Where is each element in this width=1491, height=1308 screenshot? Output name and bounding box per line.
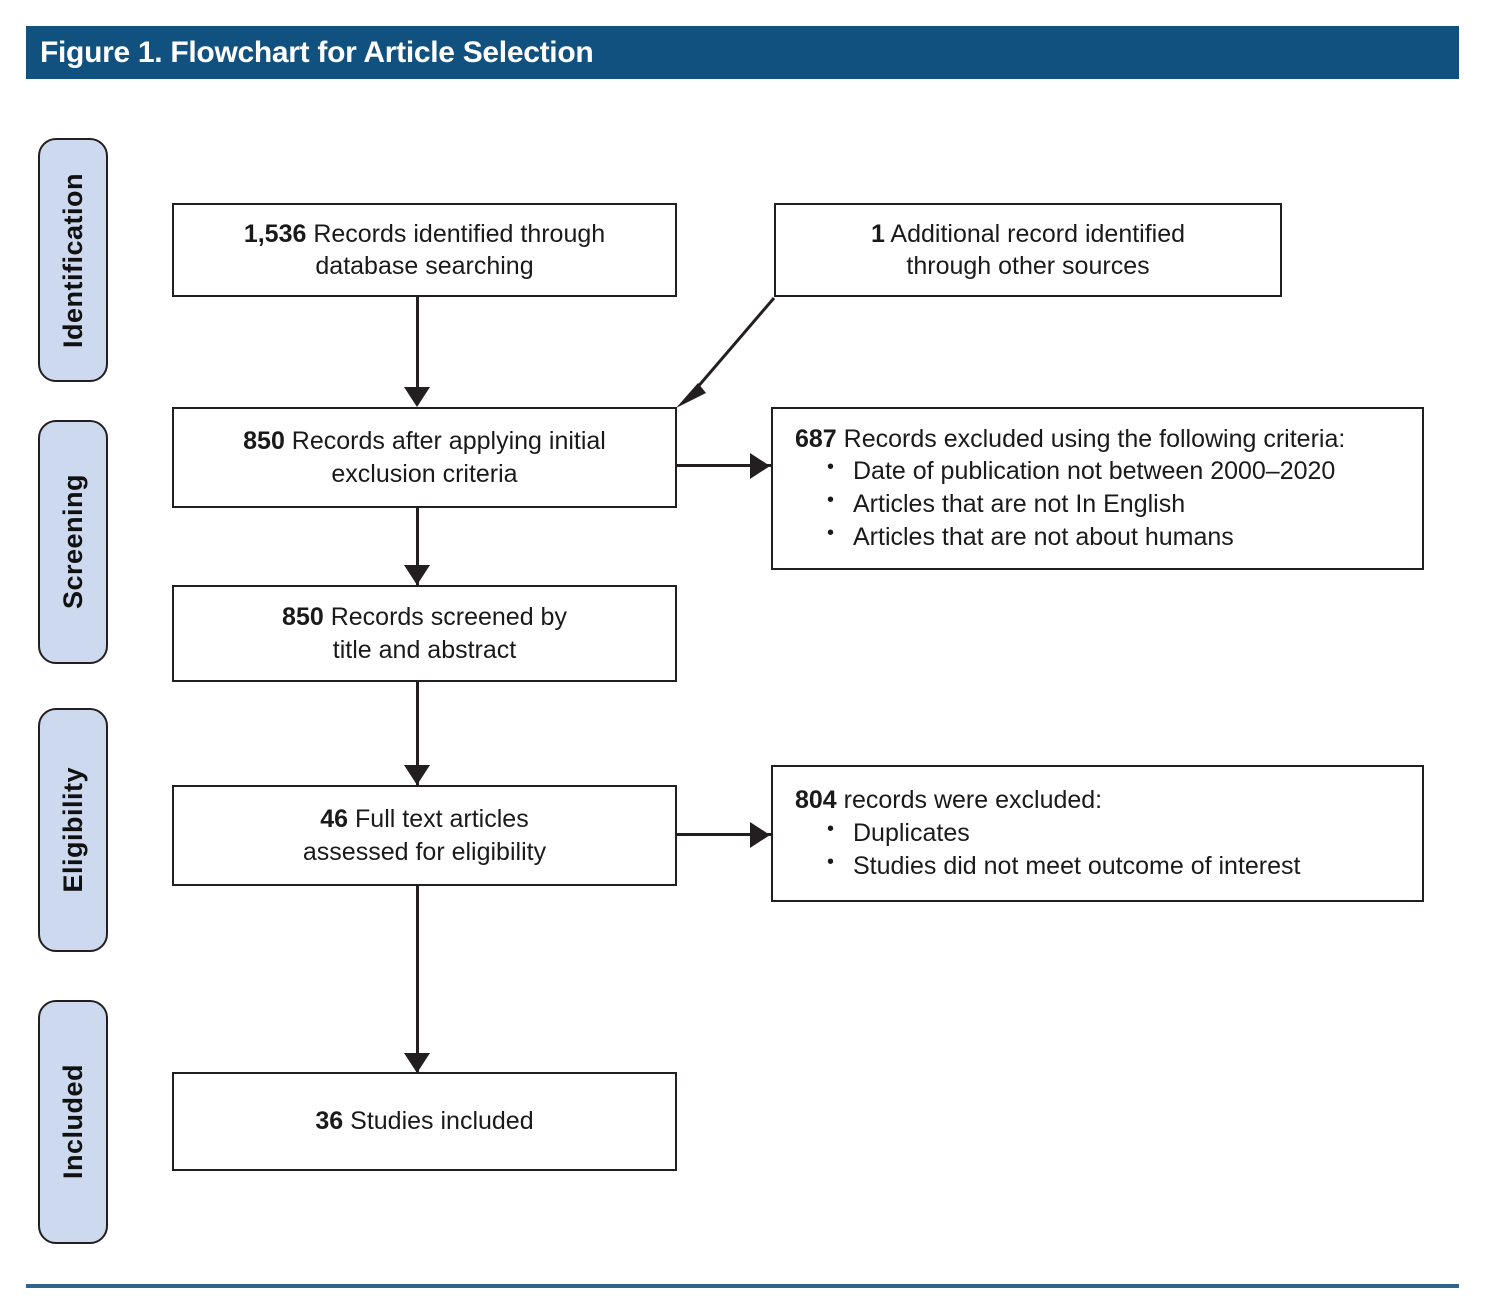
connector-screened-to-fulltext	[416, 682, 419, 792]
arrowhead-screened-to-fulltext	[404, 765, 430, 785]
box-additional-record-number: 1	[870, 219, 885, 248]
stage-pill-eligibility: Eligibility	[38, 708, 108, 952]
box-additional-record: 1 Additional record identified through o…	[774, 203, 1282, 297]
connector-initial-to-excluded	[675, 464, 771, 467]
list-item: Duplicates	[827, 816, 1300, 850]
box-full-text-assessed-line2: assessed for eligibility	[302, 837, 547, 866]
arrowhead-fulltext-to-included	[404, 1053, 430, 1073]
box-full-text-assessed: 46 Full text articles assessed for eligi…	[172, 785, 677, 886]
box-records-screened-line2: title and abstract	[332, 635, 517, 664]
box-records-identified-number: 1,536	[243, 219, 307, 248]
figure-title-bar: Figure 1. Flowchart for Article Selectio…	[26, 26, 1459, 79]
box-after-initial-exclusion-number: 850	[243, 427, 285, 455]
box-full-text-assessed-line1: 46 Full text articles	[320, 803, 528, 836]
box-after-initial-exclusion-line2: exclusion criteria	[331, 459, 518, 488]
box-records-screened-number: 850	[282, 603, 324, 631]
arrowhead-initial-to-excluded	[750, 453, 770, 479]
box-studies-included-text: Studies included	[343, 1107, 534, 1136]
box-studies-included-number: 36	[315, 1107, 344, 1136]
box-full-text-assessed-number: 46	[320, 805, 349, 833]
arrowhead-initial-to-screened	[404, 565, 430, 585]
box-records-identified-text: Records identified through	[306, 219, 606, 248]
box-records-screened-line1: 850 Records screened by	[282, 601, 567, 634]
box-records-screened-text: Records screened by	[323, 603, 567, 631]
box-records-excluded-criteria-text: Records excluded using the following cri…	[836, 424, 1346, 453]
box-full-text-assessed-text: Full text articles	[348, 805, 529, 833]
box-after-initial-exclusion-line1: 850 Records after applying initial	[243, 425, 606, 458]
connector-identified-to-initial	[416, 296, 419, 394]
connector-fulltext-to-included	[416, 886, 419, 1076]
box-additional-record-text: Additional record identified	[884, 219, 1186, 248]
box-additional-record-line2: through other sources	[906, 252, 1150, 280]
box-records-excluded-criteria-number: 687	[795, 424, 837, 453]
box-records-excluded-second-text: records were excluded:	[836, 786, 1103, 815]
box-records-excluded-second-heading: 804 records were excluded:	[795, 784, 1102, 817]
box-records-excluded-criteria-heading: 687 Records excluded using the following…	[795, 423, 1345, 456]
connector-fulltext-to-excluded	[675, 833, 771, 836]
box-studies-included: 36 Studies included	[172, 1072, 677, 1171]
stage-pill-included: Included	[38, 1000, 108, 1244]
list-item: Articles that are not In English	[827, 487, 1335, 521]
box-records-screened: 850 Records screened by title and abstra…	[172, 585, 677, 682]
box-studies-included-line1: 36 Studies included	[315, 1105, 533, 1138]
list-item: Articles that are not about humans	[827, 520, 1335, 554]
arrowhead-fulltext-to-excluded	[750, 822, 770, 848]
list-item: Studies did not meet outcome of interest	[827, 849, 1300, 883]
arrowhead-identified-to-initial	[404, 387, 430, 407]
box-records-excluded-criteria: 687 Records excluded using the following…	[771, 407, 1424, 570]
box-records-excluded-second: 804 records were excluded: Duplicates St…	[771, 765, 1424, 902]
box-additional-record-line1: 1 Additional record identified	[871, 218, 1185, 251]
box-records-identified-line1: 1,536 Records identified through	[244, 218, 605, 251]
box-records-excluded-criteria-list: Date of publication not between 2000–202…	[795, 454, 1335, 554]
stage-pill-identification: Identification	[38, 138, 108, 382]
box-records-excluded-second-number: 804	[795, 786, 837, 815]
footer-rule	[26, 1284, 1459, 1288]
stage-pill-screening: Screening	[38, 420, 108, 664]
box-after-initial-exclusion: 850 Records after applying initial exclu…	[172, 407, 677, 508]
box-records-identified: 1,536 Records identified through databas…	[172, 203, 677, 297]
box-records-identified-line2: database searching	[315, 252, 534, 280]
connector-initial-to-screened	[416, 508, 419, 588]
page-title: Figure 1. Flowchart for Article Selectio…	[40, 35, 594, 69]
list-item: Date of publication not between 2000–202…	[827, 454, 1335, 488]
box-records-excluded-second-list: Duplicates Studies did not meet outcome …	[795, 816, 1300, 883]
box-after-initial-exclusion-text: Records after applying initial	[284, 427, 606, 455]
